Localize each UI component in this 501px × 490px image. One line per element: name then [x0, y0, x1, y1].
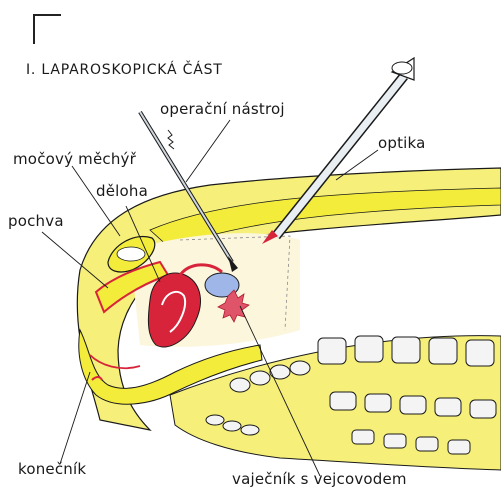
vertebra: [290, 361, 310, 375]
vertebra: [470, 400, 496, 418]
label-ovary: vaječník s vejcovodem: [232, 472, 407, 487]
vertebra: [230, 378, 250, 392]
optics-lens: [392, 62, 412, 74]
label-uterus: děloha: [96, 184, 148, 199]
label-bladder: močový měchýř: [13, 152, 136, 167]
label-optics: optika: [378, 136, 426, 151]
vertebra: [250, 371, 270, 385]
label-vagina: pochva: [8, 214, 64, 229]
vertebra: [223, 421, 241, 431]
vertebra: [466, 340, 494, 366]
label-instrument: operační nástroj: [160, 102, 285, 117]
vertebra: [429, 338, 457, 364]
vertebra: [416, 437, 438, 451]
leader-instrument: [186, 120, 230, 182]
vertebra: [365, 394, 391, 412]
vertebra: [384, 434, 406, 448]
instrument-squiggle: [168, 130, 174, 149]
vertebra: [330, 392, 356, 410]
vertebra: [448, 440, 470, 454]
vertebra: [392, 337, 420, 363]
vertebra: [400, 396, 426, 414]
vertebra: [206, 415, 224, 425]
vertebra: [435, 398, 461, 416]
vertebra: [318, 338, 346, 364]
bladder-inner: [117, 247, 145, 261]
label-rectum: konečník: [18, 462, 86, 477]
leader-bladder: [72, 166, 120, 236]
vertebra: [241, 425, 259, 435]
vertebra: [355, 336, 383, 362]
leader-rectum: [60, 372, 90, 464]
vertebra: [352, 430, 374, 444]
